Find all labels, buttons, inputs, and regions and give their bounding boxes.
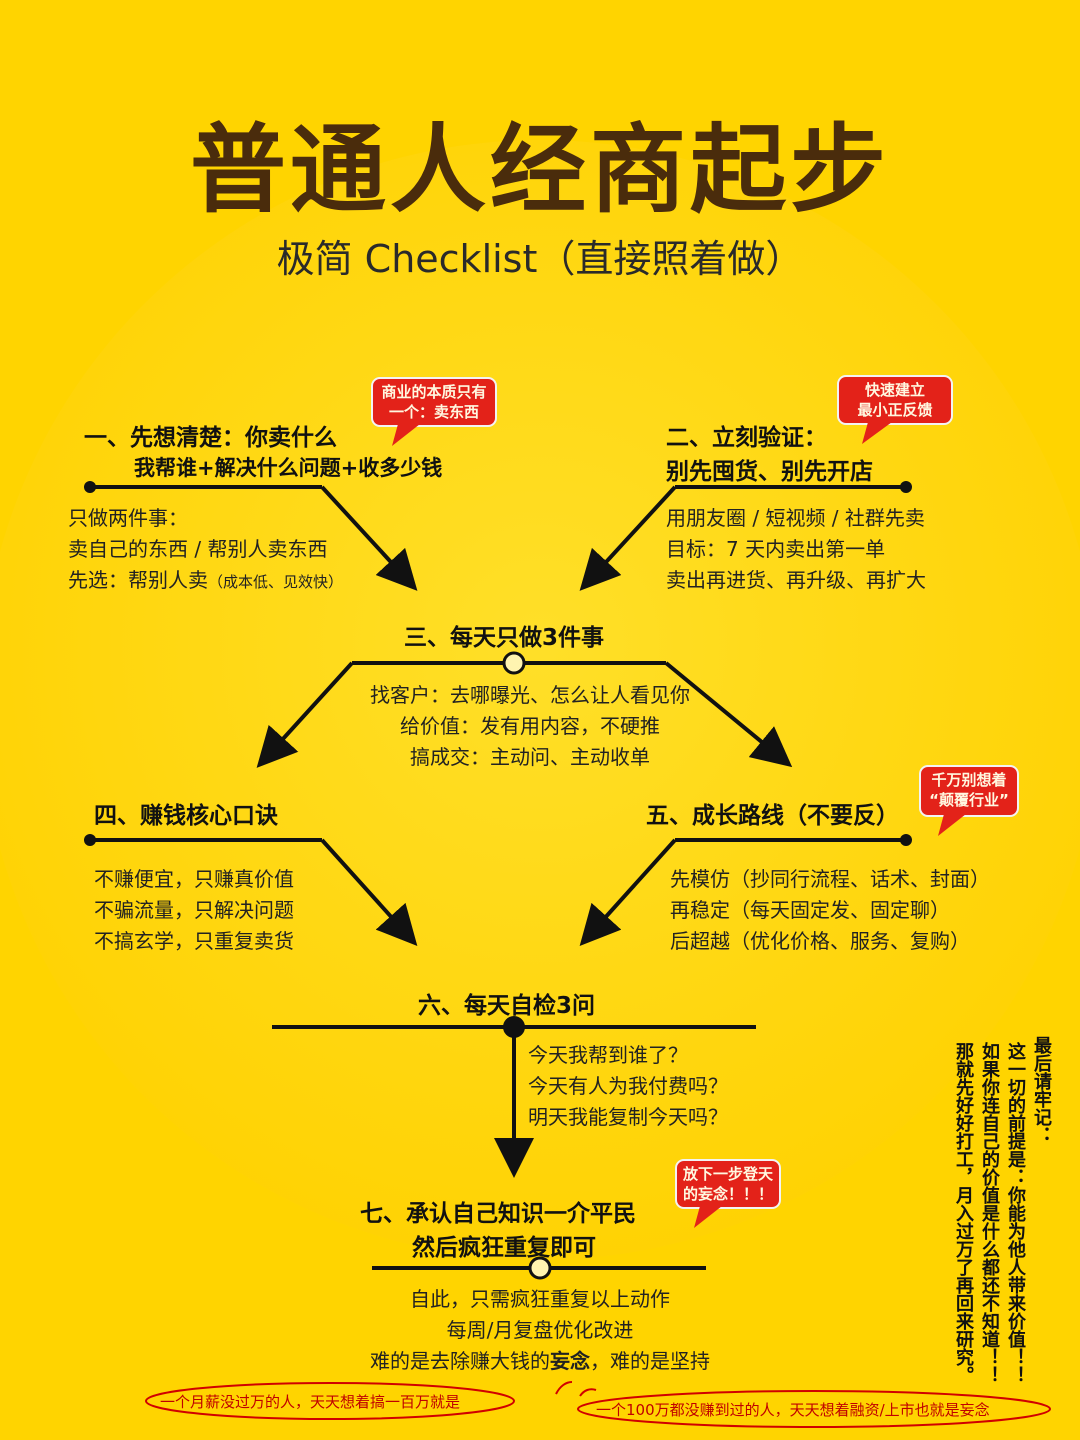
step1-line3-note: （成本低、见效快） [208, 573, 344, 591]
step1-line3-main: 先选：帮别人卖 [68, 568, 208, 592]
step6-line: 今天我帮到谁了？ [528, 1043, 688, 1067]
step5-bubble: 千万别想着 “颠覆行业” [920, 770, 1018, 810]
step2-line: 目标：7 天内卖出第一单 [666, 537, 886, 561]
step2-line: 用朋友圈 / 短视频 / 社群先卖 [666, 506, 925, 530]
step1-bubble-line: 商业的本质只有 [381, 383, 487, 401]
step3-connector [256, 651, 793, 768]
side-note-col: 如果你连自己的价值是什么都还不知道！！ [979, 1042, 1000, 1384]
step5-heading: 五、成长路线（不要反） [646, 803, 899, 829]
step5-body: 先模仿（抄同行流程、话术、封面） 再稳定（每天固定发、固定聊） 后超越（优化价格… [670, 864, 990, 957]
step7-subheading: 然后疯狂重复即可 [412, 1235, 596, 1261]
step1-heading: 一、先想清楚：你卖什么 [84, 425, 337, 451]
bubble-shape-1 [371, 377, 497, 446]
step2-line: 卖出再进货、再升级、再扩大 [666, 568, 926, 592]
red-note-ellipses [145, 1381, 1051, 1428]
step1-line: 卖自己的东西 / 帮别人卖东西 [68, 537, 328, 561]
side-note-col: 那就先好好打工，月入过万了再回来研究。 [953, 1042, 974, 1384]
bubble-shape-5 [919, 765, 1019, 836]
step6-line: 今天有人为我付费吗？ [528, 1074, 728, 1098]
red-note-left: 一个月薪没过万的人，天天想着搞一百万就是 [160, 1393, 461, 1411]
page-title: 普通人经商起步 [190, 114, 890, 226]
step7-last-suffix: ，难的是坚持 [590, 1349, 710, 1373]
step4-line: 不搞玄学，只重复卖货 [94, 929, 294, 953]
step7-bubble-line: 放下一步登天 [682, 1165, 773, 1183]
step7-connector [372, 1256, 706, 1280]
page-subtitle: 极简 Checklist（直接照着做） [276, 237, 804, 281]
step6-heading: 六、每天自检3问 [418, 993, 596, 1019]
step5-bubble-line: “颠覆行业” [929, 791, 1009, 809]
step6-connector [272, 1016, 756, 1178]
side-note-col: 最后请牢记： [1031, 1036, 1052, 1144]
step5-line: 后超越（优化价格、服务、复购） [670, 929, 970, 953]
step4-body: 不赚便宜，只赚真价值 不骗流量，只解决问题 不搞玄学，只重复卖货 [94, 864, 294, 957]
step7-line: 自此，只需疯狂重复以上动作 [410, 1287, 670, 1311]
step7-line-last: 难的是去除赚大钱的妄念，难的是坚持 [290, 1346, 790, 1377]
step5-bubble-line: 千万别想着 [931, 771, 1007, 789]
step7-last-prefix: 难的是去除赚大钱的 [370, 1349, 550, 1373]
step2-heading: 二、立刻验证： [666, 425, 827, 451]
step3-line: 给价值：发有用内容，不硬推 [400, 714, 660, 738]
red-note-right: 一个100万都没赚到过的人，天天想着融资/上市也就是妄念 [596, 1401, 990, 1419]
step3-heading: 三、每天只做3件事 [404, 625, 605, 651]
step2-bubble-line: 快速建立 [864, 381, 925, 399]
step2-body: 用朋友圈 / 短视频 / 社群先卖 目标：7 天内卖出第一单 卖出再进货、再升级… [666, 503, 926, 596]
step2-bubble: 快速建立 最小正反馈 [838, 380, 952, 420]
step1-line: 只做两件事： [68, 506, 188, 530]
step6-body: 今天我帮到谁了？ 今天有人为我付费吗？ 明天我能复制今天吗？ [528, 1040, 728, 1133]
side-note-col: 这一切的前提是：你能为他人带来价值！！ [1005, 1042, 1026, 1384]
step2-subheading: 别先囤货、别先开店 [666, 459, 873, 485]
step7-body: 自此，只需疯狂重复以上动作 每周/月复盘优化改进 难的是去除赚大钱的妄念，难的是… [290, 1284, 790, 1377]
step4-connector [84, 834, 418, 946]
step1-bubble-line: 一个：卖东西 [388, 403, 479, 421]
step3-body: 找客户：去哪曝光、怎么让人看见你 给价值：发有用内容，不硬推 搞成交：主动问、主… [300, 680, 760, 773]
step4-line: 不骗流量，只解决问题 [94, 898, 294, 922]
bubble-shape-7 [675, 1159, 781, 1228]
step2-bubble-line: 最小正反馈 [857, 401, 933, 419]
step2-connector [579, 481, 912, 591]
step3-line: 搞成交：主动问、主动收单 [410, 745, 650, 769]
step1-line: 先选：帮别人卖（成本低、见效快） [68, 565, 343, 598]
step7-line: 每周/月复盘优化改进 [446, 1318, 634, 1342]
step4-heading: 四、赚钱核心口诀 [94, 803, 278, 829]
step7-bubble: 放下一步登天 的妄念！！！ [676, 1164, 780, 1204]
step1-bubble: 商业的本质只有 一个：卖东西 [372, 382, 496, 422]
step5-line: 再稳定（每天固定发、固定聊） [670, 898, 950, 922]
step5-line: 先模仿（抄同行流程、话术、封面） [670, 867, 990, 891]
step3-line: 找客户：去哪曝光、怎么让人看见你 [370, 683, 690, 707]
step5-connector [579, 834, 912, 946]
step1-subheading: 我帮谁+解决什么问题+收多少钱 [134, 456, 443, 480]
step1-body: 只做两件事： 卖自己的东西 / 帮别人卖东西 先选：帮别人卖（成本低、见效快） [68, 503, 343, 598]
side-note: 最后请牢记： 这一切的前提是：你能为他人带来价值！！ 如果你连自己的价值是什么都… [952, 1036, 1056, 1386]
step4-line: 不赚便宜，只赚真价值 [94, 867, 294, 891]
step6-line: 明天我能复制今天吗？ [528, 1105, 728, 1129]
step7-heading: 七、承认自己知识一介平民 [360, 1201, 636, 1227]
bubble-shape-2 [837, 375, 953, 444]
step7-last-bold: 妄念 [550, 1349, 590, 1373]
step1-connector [84, 481, 418, 591]
step7-bubble-line: 的妄念！！！ [682, 1185, 773, 1203]
